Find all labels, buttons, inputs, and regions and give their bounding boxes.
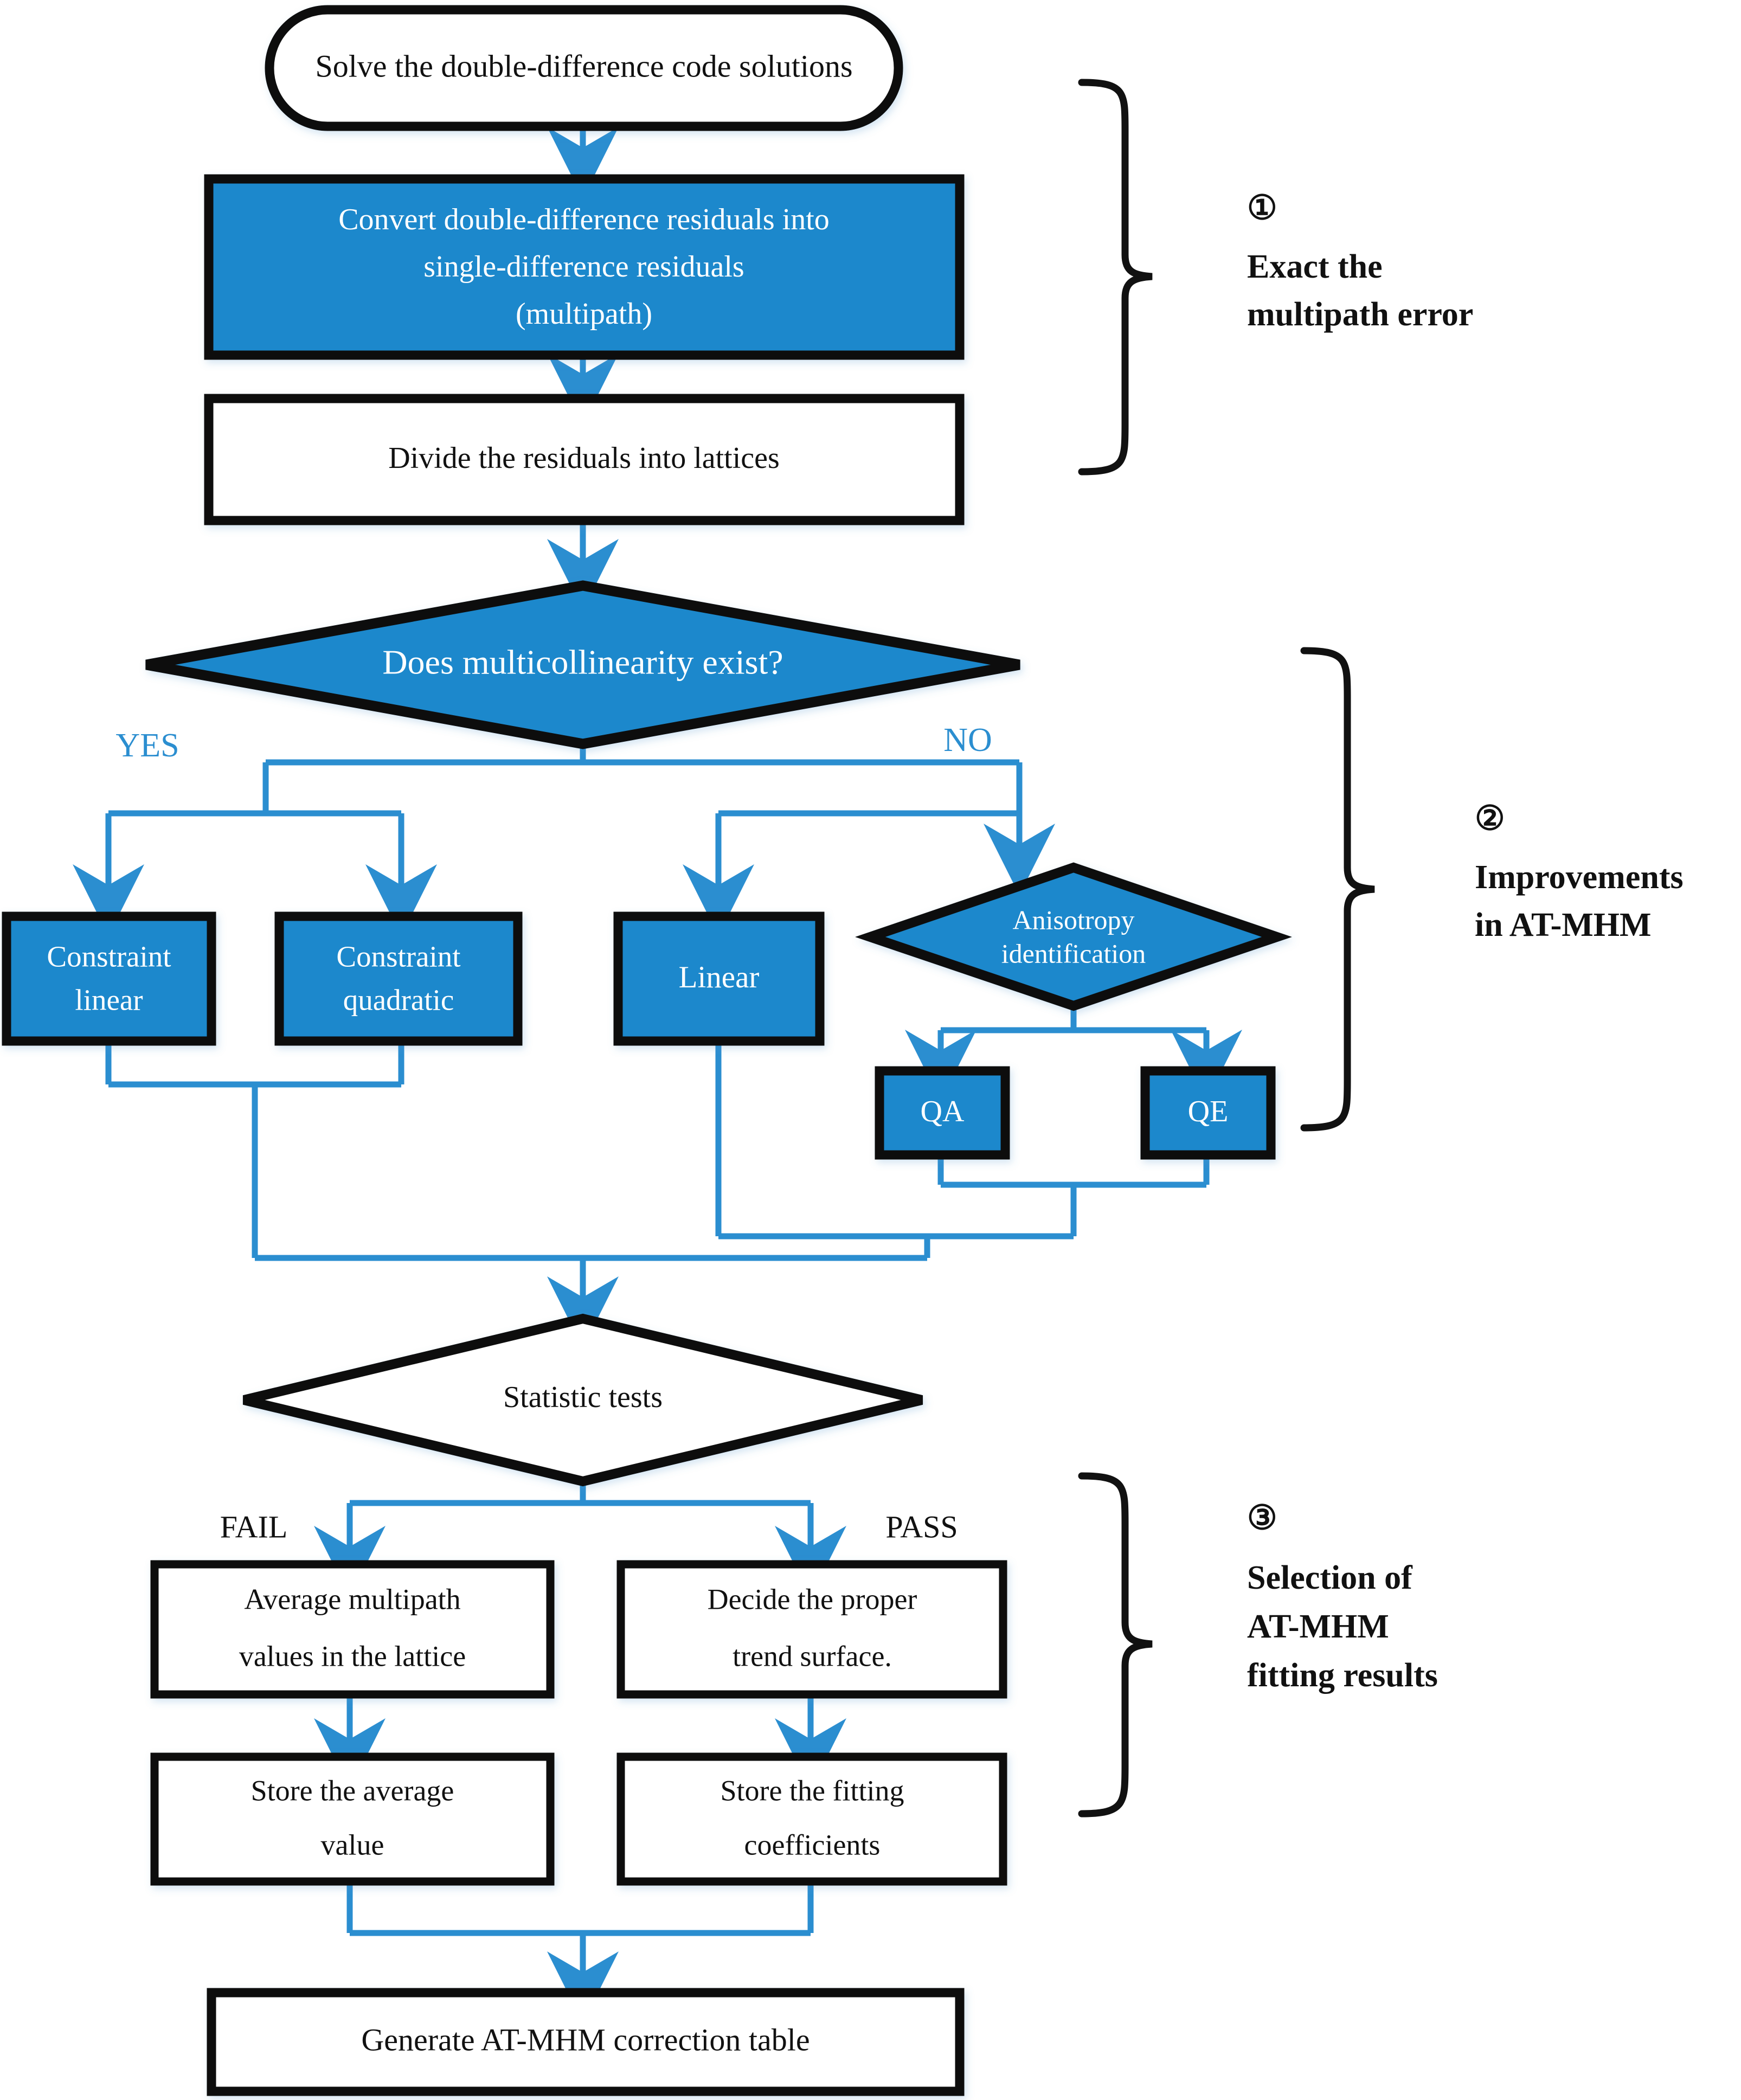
node-convert[interactable]: Convert double-difference residuals into…: [204, 174, 965, 360]
average-multipath-line2: values in the lattice: [239, 1640, 466, 1672]
brace-2-line1: Improvements: [1475, 859, 1684, 896]
divide-label: Divide the residuals into lattices: [388, 441, 780, 475]
convert-label-line1: Convert double-difference residuals into: [338, 203, 830, 236]
store-fitting-shape: [616, 1752, 1007, 1886]
brace-layer: [1078, 79, 1375, 1818]
brace-label-group-2: ② Improvements in AT-MHM: [1475, 800, 1684, 943]
brace-2: [1300, 647, 1375, 1132]
connector-layer: [73, 126, 1242, 2023]
brace-1-line2: multipath error: [1247, 296, 1473, 333]
brace-1: [1078, 79, 1153, 476]
anisotropy-line2: identification: [1001, 938, 1146, 968]
brace-1-marker: ①: [1247, 190, 1277, 227]
brace-3-line3: fitting results: [1247, 1657, 1438, 1694]
edge-label-fail: FAIL: [220, 1509, 288, 1544]
decide-trend-line2: trend surface.: [733, 1640, 892, 1672]
qe-shape: [1140, 1066, 1276, 1160]
statistic-tests-label: Statistic tests: [503, 1380, 663, 1414]
node-average-multipath[interactable]: Average multipath values in the lattice: [150, 1560, 555, 1699]
linear-label: Linear: [679, 960, 760, 994]
convert-shape: [204, 174, 965, 360]
node-generate-table[interactable]: Generate AT-MHM correction table: [207, 1988, 965, 2096]
node-decide-trend[interactable]: Decide the proper trend surface.: [616, 1560, 1007, 1699]
average-multipath-shape: [150, 1560, 555, 1699]
brace-2-marker: ②: [1475, 800, 1505, 837]
node-anisotropy[interactable]: Anisotropy identification: [855, 862, 1292, 1011]
edge-label-yes: YES: [115, 727, 179, 764]
store-average-line2: value: [321, 1828, 384, 1861]
anisotropy-line1: Anisotropy: [1013, 904, 1135, 935]
node-constraint-linear[interactable]: Constraint linear: [2, 911, 216, 1046]
decide-trend-line1: Decide the proper: [708, 1583, 917, 1615]
brace-3-line2: AT-MHM: [1247, 1608, 1389, 1645]
divide-shape: [204, 394, 965, 525]
node-statistic-tests[interactable]: Statistic tests: [242, 1313, 923, 1487]
brace-2-line2: in AT-MHM: [1475, 907, 1652, 943]
constraint-linear-shape: [2, 911, 216, 1046]
brace-label-group-3: ③ Selection of AT-MHM fitting results: [1247, 1500, 1438, 1694]
store-fitting-line1: Store the fitting: [721, 1774, 904, 1807]
qa-label: QA: [921, 1095, 965, 1128]
constraint-linear-line2: linear: [75, 984, 143, 1017]
node-store-average[interactable]: Store the average value: [150, 1752, 555, 1886]
average-multipath-line1: Average multipath: [244, 1583, 460, 1615]
store-average-shape: [150, 1752, 555, 1886]
constraint-quadratic-line2: quadratic: [343, 984, 454, 1017]
node-linear[interactable]: Linear: [613, 911, 825, 1046]
node-multicollinearity[interactable]: Does multicollinearity exist?: [145, 580, 1020, 749]
qa-shape: [875, 1066, 1010, 1160]
brace-1-line1: Exact the: [1247, 248, 1383, 285]
linear-shape: [613, 911, 825, 1046]
constraint-linear-line1: Constraint: [47, 940, 171, 973]
brace-3-marker: ③: [1247, 1500, 1277, 1537]
convert-label-line3: (multipath): [516, 297, 652, 331]
decide-trend-shape: [616, 1560, 1007, 1699]
multicollinearity-label: Does multicollinearity exist?: [382, 643, 783, 682]
store-average-line1: Store the average: [251, 1774, 454, 1807]
generate-table-label: Generate AT-MHM correction table: [361, 2022, 810, 2057]
node-store-fitting[interactable]: Store the fitting coefficients: [616, 1752, 1007, 1886]
store-fitting-line2: coefficients: [744, 1828, 881, 1861]
anisotropy-shape: [855, 862, 1292, 1011]
brace-label-group-1: ① Exact the multipath error: [1247, 190, 1473, 333]
convert-label-line2: single-difference residuals: [423, 250, 744, 284]
node-divide[interactable]: Divide the residuals into lattices: [204, 394, 965, 525]
start-shape: [265, 5, 903, 131]
constraint-quadratic-shape: [274, 911, 523, 1046]
edge-label-no: NO: [943, 722, 992, 759]
statistic-tests-shape: [242, 1313, 923, 1487]
node-qe[interactable]: QE: [1140, 1066, 1276, 1160]
node-start[interactable]: Solve the double-difference code solutio…: [265, 5, 903, 131]
generate-table-shape: [207, 1988, 965, 2096]
edge-label-pass: PASS: [885, 1509, 958, 1544]
qe-label: QE: [1188, 1095, 1229, 1128]
start-label: Solve the double-difference code solutio…: [315, 48, 852, 84]
node-qa[interactable]: QA: [875, 1066, 1010, 1160]
node-constraint-quadratic[interactable]: Constraint quadratic: [274, 911, 523, 1046]
brace-3: [1078, 1472, 1153, 1818]
multicollinearity-shape: [145, 580, 1020, 749]
brace-3-line1: Selection of: [1247, 1559, 1413, 1596]
constraint-quadratic-line1: Constraint: [336, 940, 460, 973]
